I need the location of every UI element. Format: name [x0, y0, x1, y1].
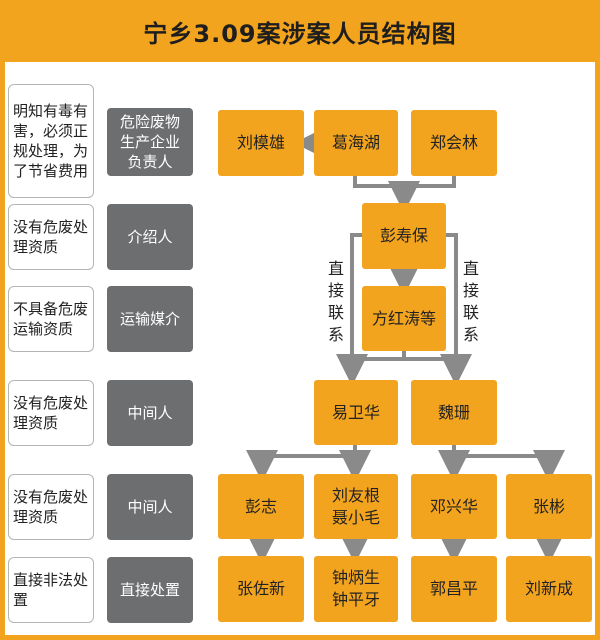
node-guo-changping: 郭昌平 [411, 556, 497, 622]
row-role-1: 危险废物生产企业负责人 [107, 108, 193, 176]
node-zhang-zuoxin: 张佐新 [218, 556, 304, 622]
row-role-5: 中间人 [107, 474, 193, 540]
row-role-2: 介绍人 [107, 204, 193, 270]
name-zhong-bingsheng: 钟炳生 [331, 568, 380, 587]
page-title: 宁乡3.09案涉案人员结构图 [143, 19, 457, 48]
row-role-3: 运输媒介 [107, 286, 193, 352]
link-yi-split [246, 445, 357, 482]
row-desc-3: 不具备危废运输资质 [8, 286, 94, 352]
link-wei-split [452, 445, 565, 482]
row-desc-4: 没有危废处理资质 [8, 380, 94, 446]
title-bar: 宁乡3.09案涉案人员结构图 [0, 0, 600, 62]
row-desc-1: 明知有毒有害，必须正规处理，为了节省费用 [8, 84, 94, 198]
row-role-4: 中间人 [107, 380, 193, 446]
node-wei-shan: 魏珊 [411, 380, 497, 445]
node-fang-hongtao: 方红涛等 [362, 286, 446, 351]
link-fang-split [352, 351, 406, 361]
node-zhang-bin: 张彬 [506, 474, 592, 539]
node-ge-haihu: 葛海湖 [314, 110, 398, 176]
name-zhong-pingya: 钟平牙 [331, 590, 380, 609]
row-desc-5: 没有危废处理资质 [8, 474, 94, 540]
link-right-bracket [440, 233, 472, 386]
node-yi-weihua: 易卫华 [314, 380, 398, 445]
node-liu-moxiong: 刘模雄 [218, 110, 304, 176]
node-liu-xincheng: 刘新成 [506, 556, 592, 622]
row-desc-6: 直接非法处置 [8, 557, 94, 623]
node-liu-nie: 刘友根 聂小毛 [314, 474, 398, 539]
row-desc-2: 没有危废处理资质 [8, 204, 94, 270]
name-liu-yougen: 刘友根 [331, 485, 380, 505]
link-left-bracket [336, 233, 368, 386]
node-peng-shoubao: 彭寿保 [362, 203, 446, 269]
link-top-merge [353, 176, 456, 188]
row-role-6: 直接处置 [107, 557, 193, 623]
label-direct-contact-right: 直接联系 [462, 259, 479, 344]
node-zhong: 钟炳生 钟平牙 [314, 556, 398, 622]
node-zheng-huilin: 郑会林 [411, 110, 497, 176]
node-peng-zhi: 彭志 [218, 474, 304, 539]
node-deng-xinghua: 邓兴华 [411, 474, 497, 539]
name-nie-xiaomao: 聂小毛 [331, 507, 380, 527]
label-direct-contact-left: 直接联系 [327, 259, 344, 344]
